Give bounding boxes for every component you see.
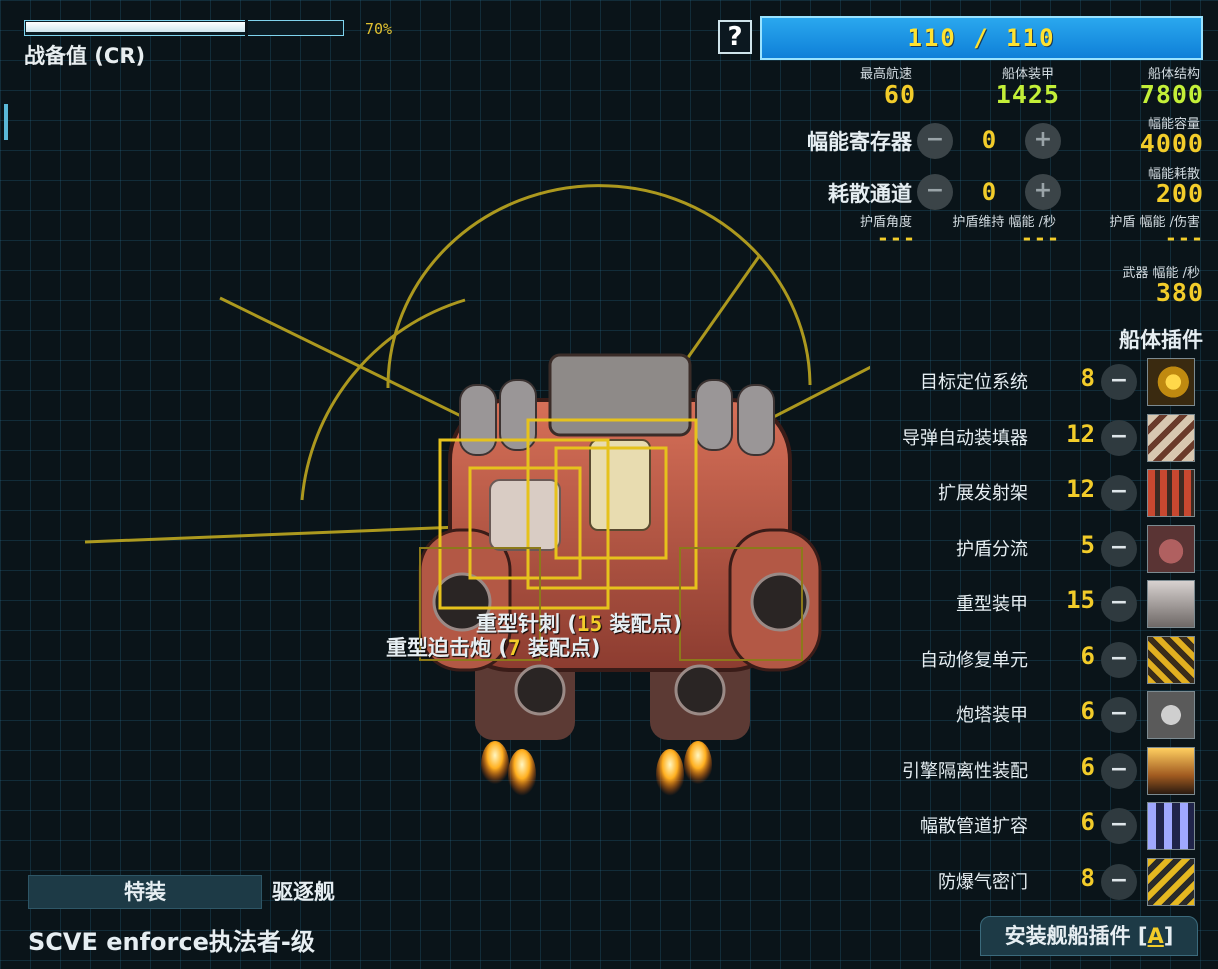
hullmod-cost: 6 (1080, 697, 1095, 725)
ship-hull (418, 353, 822, 740)
max-speed-value: 60 (883, 80, 916, 109)
vents-plus-button[interactable]: + (1025, 174, 1061, 210)
hull-label: 船体结构 (1147, 67, 1200, 82)
hullmod-name: 自动修复单元 (920, 649, 1028, 671)
flux-capacity-value: 4000 (1139, 129, 1204, 158)
cr-label: 战备值 (CR) (24, 44, 146, 68)
weapon-flux-value: 380 (1155, 278, 1204, 307)
repair-unit-icon (1147, 635, 1195, 684)
hullmod-row[interactable]: 自动修复单元 6− (860, 634, 1200, 686)
hullmod-name: 炮塔装甲 (956, 705, 1028, 726)
weapon-slot-boxes-faint (419, 547, 803, 661)
armor-value: 1425 (995, 80, 1060, 109)
hullmod-cost: 6 (1080, 808, 1095, 836)
cr-percent: 70% (365, 20, 393, 38)
left-edge-indicator (4, 104, 8, 140)
weapon-flux-label: 武器 幅能 /秒 (1122, 266, 1200, 281)
hullmod-cost: 12 (1066, 419, 1095, 448)
hullmod-row[interactable]: 导弹自动装填器 12− (860, 412, 1200, 464)
hullmod-name: 引擎隔离性装配 (902, 760, 1028, 782)
shield-upkeep-value: --- (1020, 226, 1060, 250)
capacitors-minus-button[interactable]: − (917, 123, 953, 159)
engine-insulation-icon (1147, 746, 1195, 795)
shield-efficiency-value: --- (1164, 226, 1204, 250)
hullmod-cost: 15 (1066, 586, 1095, 614)
flux-dissipation-label: 幅能耗散 (1147, 167, 1200, 182)
hullmod-cost: 6 (1080, 752, 1095, 781)
ship-name: SCVE enforce执法者-级 (28, 928, 315, 956)
vents-minus-button[interactable]: − (917, 174, 953, 210)
missile-racks-icon (1147, 469, 1195, 517)
hullmod-cost: 8 (1080, 863, 1095, 892)
hullmod-cost: 8 (1080, 364, 1095, 392)
shield-arc-value: --- (876, 226, 916, 250)
hullmod-remove-button[interactable]: − (1101, 364, 1137, 400)
flux-dissipation-value: 200 (1155, 179, 1204, 208)
hullmod-row[interactable]: 目标定位系统 8− (860, 356, 1200, 408)
shield-efficiency-label: 护盾 幅能 /伤害 (1109, 215, 1200, 230)
hullmod-remove-button[interactable]: − (1101, 475, 1137, 511)
armor-label: 船体装甲 (1001, 67, 1054, 82)
ordnance-capacity-bar: 110 / 110 (760, 16, 1203, 60)
hullmod-name: 目标定位系统 (920, 372, 1028, 393)
hullmod-row[interactable]: 幅散管道扩容 6− (860, 800, 1200, 852)
cr-bar-divider (245, 20, 248, 36)
hullmod-row[interactable]: 重型装甲 15− (860, 578, 1200, 630)
hullmod-remove-button[interactable]: − (1101, 697, 1137, 733)
hullmod-remove-button[interactable]: − (1101, 641, 1137, 678)
hullmod-name: 防爆气密门 (938, 871, 1028, 893)
ship-graphic (84, 184, 1006, 801)
cr-bar (24, 20, 344, 36)
capacitors-value: 0 (981, 126, 997, 154)
shield-arc-label: 护盾角度 (859, 215, 912, 230)
turret-armor-icon (1147, 691, 1195, 739)
weapon-slot-label-heavy-mortar: 重型迫击炮 (7 装配点) (386, 636, 601, 660)
hullmod-row[interactable]: 炮塔装甲 6− (860, 689, 1200, 741)
weapon-slot-boxes (438, 418, 698, 610)
hullmod-remove-button[interactable]: − (1101, 586, 1137, 622)
hullmod-remove-button[interactable]: − (1101, 752, 1137, 789)
hullmod-row[interactable]: 扩展发射架 12− (860, 467, 1200, 519)
ship-display[interactable]: 重型针刺 (15 装配点) 重型迫击炮 (7 装配点) (70, 170, 1006, 850)
missile-reloader-icon (1147, 413, 1195, 462)
hullmod-name: 扩展发射架 (938, 483, 1028, 504)
blast-doors-icon (1147, 857, 1195, 906)
shield-shunt-icon (1147, 524, 1195, 573)
heavy-armor-icon (1147, 580, 1195, 628)
targeting-icon (1147, 358, 1195, 406)
tab-special-variant[interactable]: 特装 (28, 875, 262, 909)
install-hullmod-button[interactable]: 安装舰船插件 [A] (980, 916, 1198, 956)
hull-value: 7800 (1139, 80, 1204, 109)
hullmod-remove-button[interactable]: − (1101, 863, 1137, 900)
hullmod-remove-button[interactable]: − (1101, 808, 1137, 844)
engine-thrusters (481, 741, 712, 801)
hullmod-name: 导弹自动装填器 (902, 427, 1028, 449)
hullmod-name: 重型装甲 (956, 594, 1028, 615)
hullmod-cost: 5 (1080, 530, 1095, 559)
hullmod-row[interactable]: 防爆气密门 8− (860, 856, 1200, 908)
shield-upkeep-label: 护盾维持 幅能 /秒 (952, 215, 1056, 230)
hullmod-name: 幅散管道扩容 (920, 816, 1028, 837)
capacitors-label: 幅能寄存器 (807, 130, 912, 154)
vents-value: 0 (981, 178, 997, 206)
hullmod-cost: 6 (1080, 641, 1095, 670)
weapon-slot-label-heavy-needler: 重型针刺 (15 装配点) (476, 612, 683, 636)
hullmod-row[interactable]: 护盾分流 5− (860, 523, 1200, 575)
cr-bar-fill (26, 22, 245, 32)
hullmods-title: 船体插件 (1119, 328, 1203, 352)
vents-label: 耗散通道 (828, 182, 912, 206)
hullmod-cost: 12 (1066, 475, 1095, 503)
max-speed-label: 最高航速 (859, 67, 912, 82)
help-button[interactable]: ? (718, 20, 752, 54)
ship-class-label: 驱逐舰 (272, 880, 335, 904)
flux-capacity-label: 幅能容量 (1147, 117, 1200, 132)
hullmod-remove-button[interactable]: − (1101, 530, 1137, 567)
flux-conduits-icon (1147, 802, 1195, 850)
hullmod-remove-button[interactable]: − (1101, 419, 1137, 456)
capacitors-plus-button[interactable]: + (1025, 123, 1061, 159)
hullmod-row[interactable]: 引擎隔离性装配 6− (860, 745, 1200, 797)
hullmod-name: 护盾分流 (956, 538, 1028, 560)
